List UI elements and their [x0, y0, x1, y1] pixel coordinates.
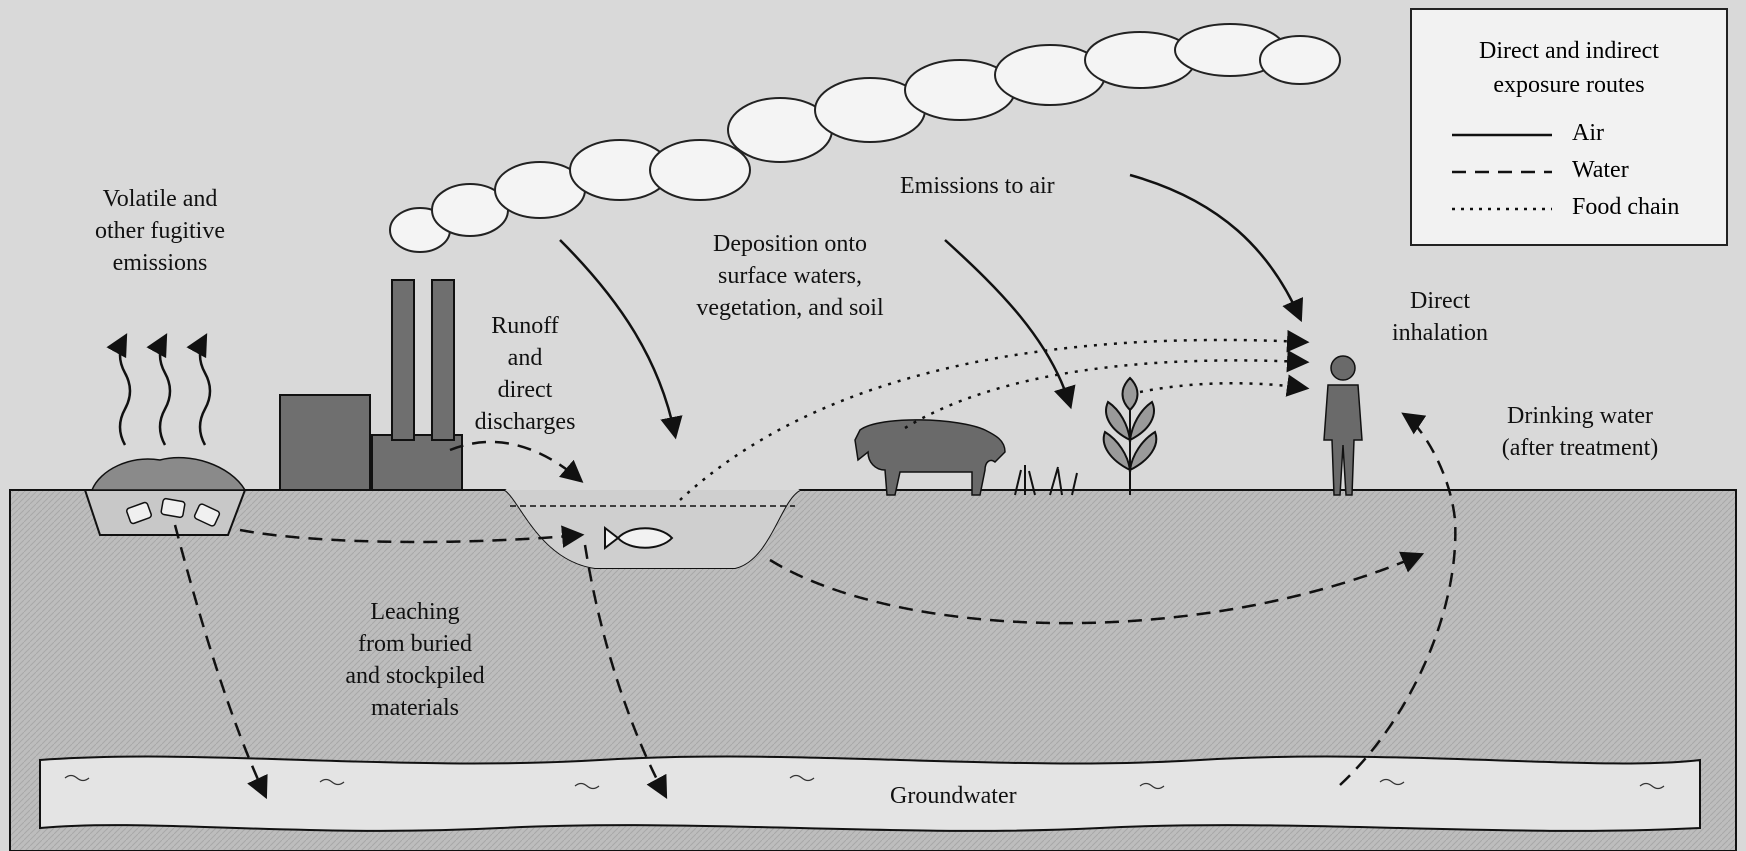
legend-swatches [1412, 10, 1730, 248]
factory-icon [280, 280, 462, 490]
legend-item-water: Water [1572, 157, 1629, 184]
label-groundwater: Groundwater [890, 780, 1017, 812]
plant-icon [1104, 378, 1157, 495]
volatile-arrows [120, 337, 210, 445]
groundwater-band [40, 757, 1700, 831]
legend-item-food-chain: Food chain [1572, 194, 1679, 221]
person-icon [1324, 356, 1362, 495]
cow-icon [855, 420, 1005, 495]
food-chain-routes [680, 340, 1305, 500]
label-emissions-to-air: Emissions to air [900, 170, 1055, 202]
smoke-plume [390, 24, 1340, 252]
waste-pile [92, 458, 245, 490]
legend-item-air: Air [1572, 120, 1604, 147]
label-drinking-water: Drinking water(after treatment) [1440, 400, 1720, 464]
